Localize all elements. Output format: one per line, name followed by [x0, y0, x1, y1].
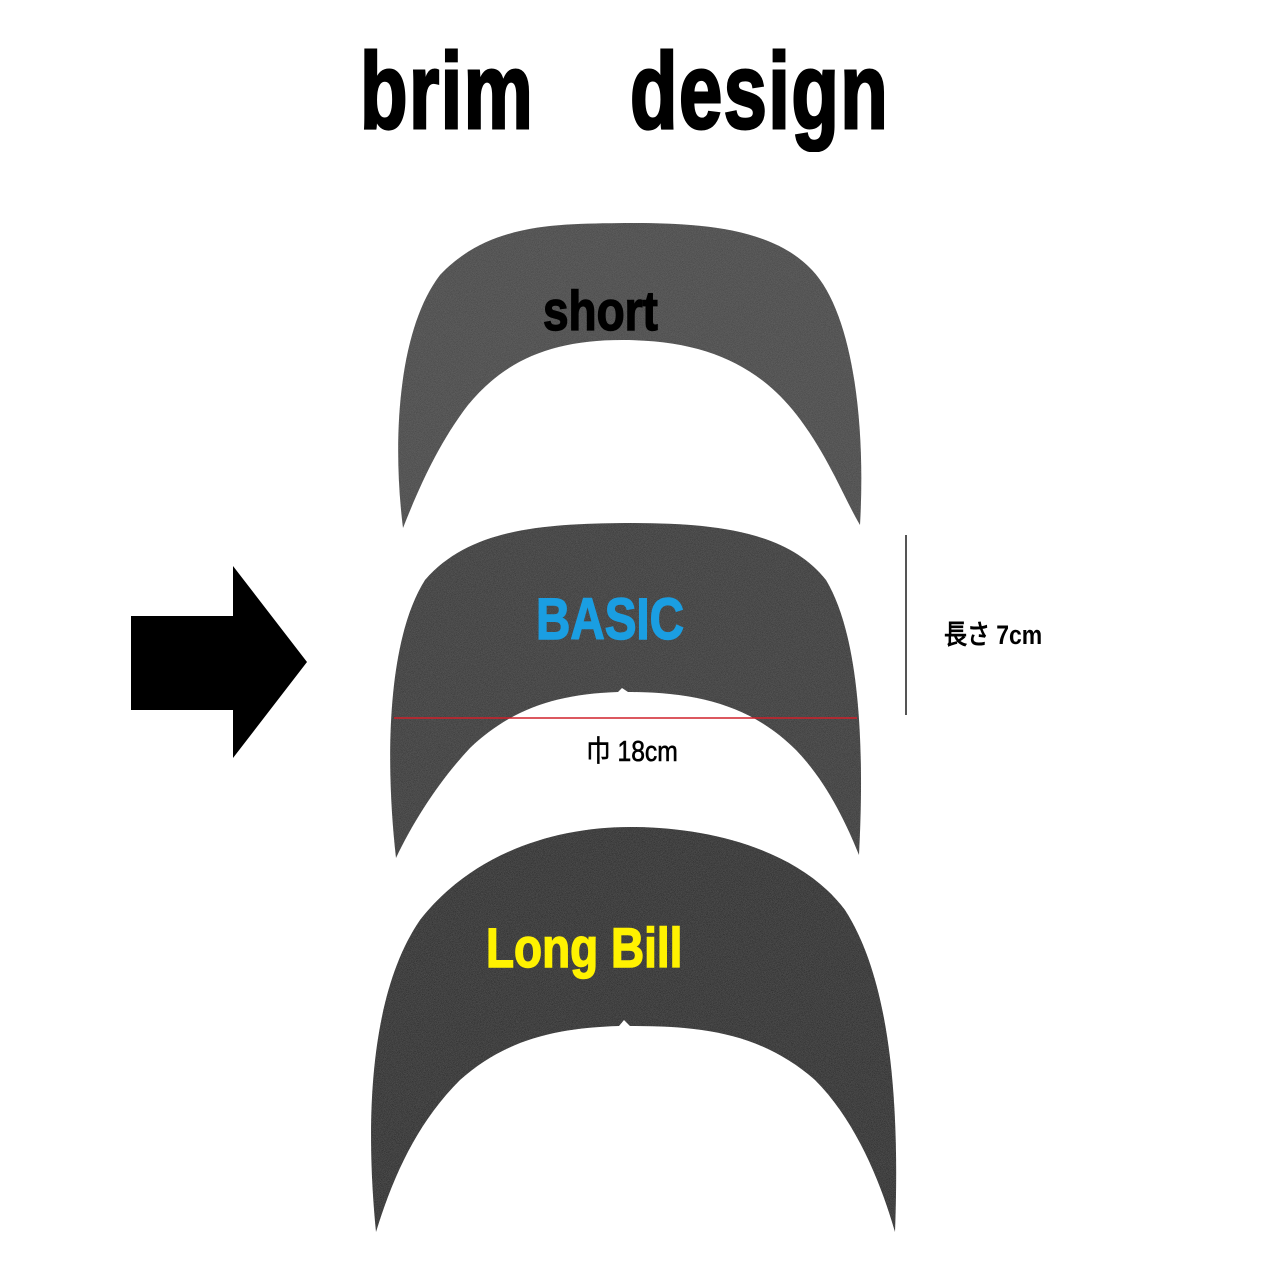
brim-label-long-bill: Long Bill — [485, 916, 683, 979]
brim-label-basic: BASIC — [535, 587, 684, 652]
title-word-design: design — [629, 30, 890, 151]
brim-long-bill — [371, 827, 897, 1232]
brim-short — [398, 223, 862, 528]
brim-label-short: short — [542, 279, 658, 342]
title-word-brim: brim — [359, 30, 535, 151]
length-dimension-label: 長さ 7cm — [944, 620, 1043, 650]
right-arrow-icon — [131, 566, 307, 758]
brim-basic[interactable] — [390, 523, 862, 858]
page-title: brim design — [0, 30, 1280, 151]
width-dimension-label: 巾 18cm — [586, 736, 678, 769]
